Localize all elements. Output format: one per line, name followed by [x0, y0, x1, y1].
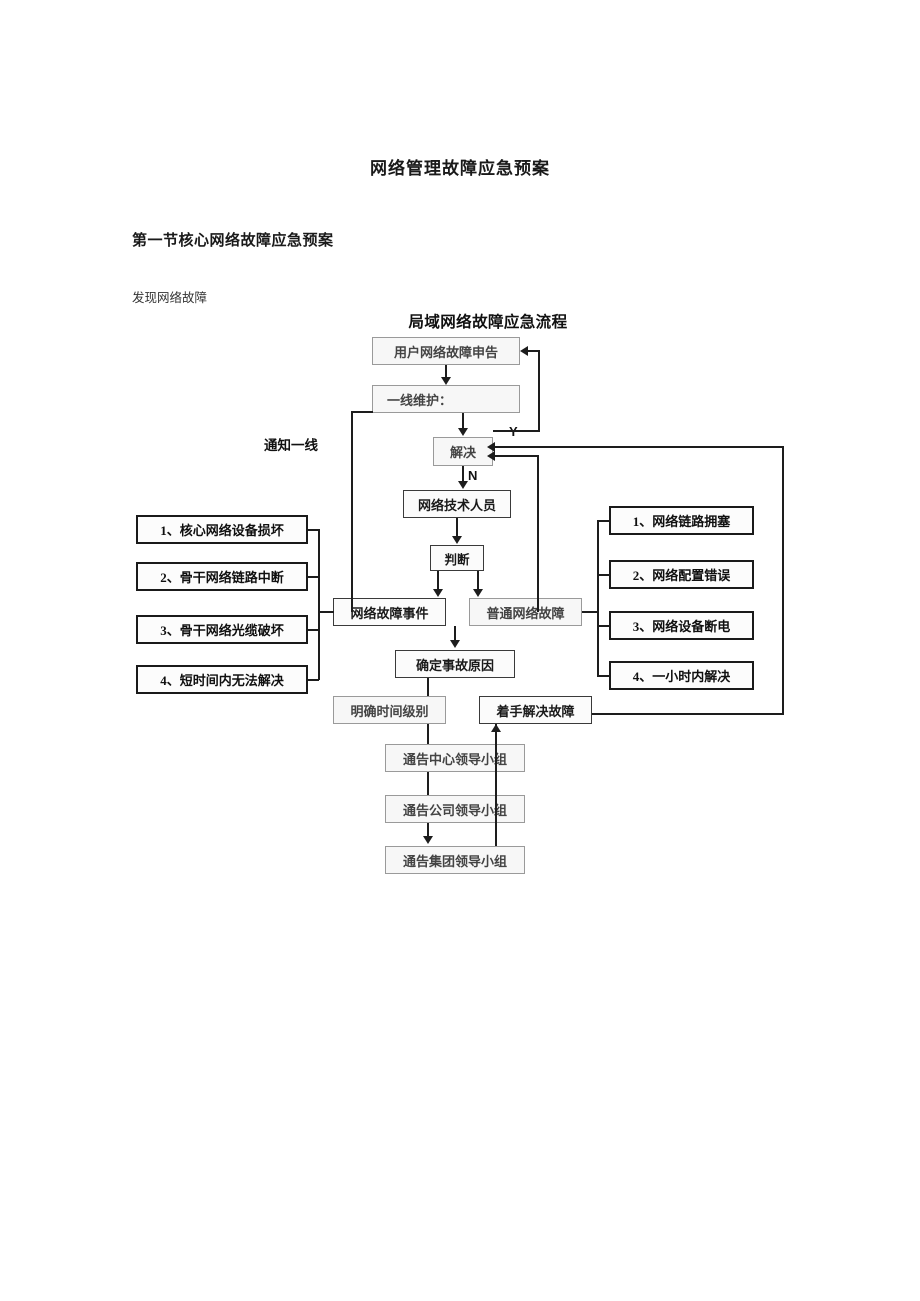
notify-first-line-label: 通知一线 — [264, 438, 318, 453]
arrowhead-down — [473, 589, 483, 597]
node-start-fix: 着手解决故障 — [479, 696, 592, 724]
flowchart-title: 局域网络故障应急流程 — [408, 314, 568, 331]
connector-judge-to-faultevent — [437, 571, 439, 590]
connector-farright-vertical — [782, 446, 784, 715]
node-normal-network-fault: 普通网络故障 — [469, 598, 582, 626]
node-label: 普通网络故障 — [486, 605, 565, 621]
arrowhead-down — [452, 536, 462, 544]
node-label: 判断 — [444, 552, 470, 567]
connector-center-to-company — [427, 772, 429, 795]
node-notify-center-leaders: 通告中心领导小组 — [385, 744, 525, 772]
connector-rightlist-item3 — [597, 625, 610, 627]
connector-rightlist-item2 — [597, 574, 610, 576]
list-item-label: 2、骨干网络链路中断 — [160, 570, 284, 585]
connector-judge-to-normalfault — [477, 571, 479, 590]
node-judge: 判断 — [430, 545, 484, 571]
connector-firstline-to-resolved — [462, 413, 464, 428]
list-item-label: 3、骨干网络光缆破坏 — [160, 623, 284, 638]
connector-tech-to-judge — [456, 518, 458, 537]
node-label: 网络技术人员 — [417, 497, 496, 513]
connector-up-to-startfix — [495, 730, 497, 744]
arrowhead-left — [487, 442, 495, 452]
connector-rightlist-item4 — [597, 675, 610, 677]
arrowhead-left — [520, 346, 528, 356]
arrowhead-up — [491, 724, 501, 732]
connector-leftlist-item2 — [308, 576, 319, 578]
connector-normalfault-return-vertical — [537, 455, 539, 612]
right-list-item-3: 3、网络设备断电 — [609, 611, 754, 640]
body-paragraph: 发现网络故障 — [132, 291, 208, 305]
left-list-item-1: 1、核心网络设备损坏 — [136, 515, 308, 544]
list-item-label: 1、网络链路拥塞 — [632, 514, 731, 529]
connector-leftlist-item3 — [308, 629, 319, 631]
connector-leftlist-item1 — [308, 529, 319, 531]
node-label: 着手解决故障 — [496, 703, 575, 719]
arrowhead-down — [458, 428, 468, 436]
connector-yes-top-horizontal — [493, 430, 540, 432]
connector-leftlist-item4 — [308, 679, 319, 681]
node-time-level: 明确时间级别 — [333, 696, 446, 724]
node-user-report: 用户网络故障申告 — [372, 337, 520, 365]
connector-rightlist-item1 — [597, 520, 610, 522]
connector-report-to-firstline — [445, 365, 447, 378]
left-list-item-3: 3、骨干网络光缆破坏 — [136, 615, 308, 644]
right-list-item-1: 1、网络链路拥塞 — [609, 506, 754, 535]
right-list-item-4: 4、一小时内解决 — [609, 661, 754, 690]
node-determine-cause: 确定事故原因 — [395, 650, 515, 678]
arrowhead-down — [423, 836, 433, 844]
arrowhead-left — [487, 451, 495, 461]
node-label: 用户网络故障申告 — [393, 344, 498, 360]
list-item-label: 1、核心网络设备损坏 — [160, 523, 284, 538]
connector-normalfault-return-horizontal — [493, 455, 539, 457]
connector-notifychain-right-spine — [495, 724, 497, 846]
connector-rightlist-bus — [597, 520, 599, 675]
node-label: 通告公司领导小组 — [402, 802, 507, 818]
connector-farright-to-resolved — [493, 446, 784, 448]
connector-resolved-to-tech — [462, 466, 464, 482]
list-item-label: 2、网络配置错误 — [632, 568, 731, 583]
connector-yes-to-report — [528, 350, 540, 352]
left-list-item-2: 2、骨干网络链路中断 — [136, 562, 308, 591]
list-item-label: 4、一小时内解决 — [632, 669, 731, 684]
node-label: 明确时间级别 — [350, 703, 429, 719]
edge-label-no: N — [468, 468, 478, 483]
connector-normalfault-to-bus — [582, 611, 598, 613]
node-notify-company-leaders: 通告公司领导小组 — [385, 795, 525, 823]
left-list-item-4: 4、短时间内无法解决 — [136, 665, 308, 694]
connector-leftlist-bus — [318, 529, 320, 680]
list-item-label: 4、短时间内无法解决 — [160, 673, 284, 688]
connector-faultevent-to-cause — [454, 626, 456, 641]
arrowhead-down — [458, 481, 468, 489]
arrowhead-down — [441, 377, 451, 385]
section-heading: 第一节核心网络故障应急预案 — [132, 232, 334, 249]
node-label: 通告集团领导小组 — [402, 853, 507, 869]
node-label: 通告中心领导小组 — [402, 751, 507, 767]
node-label: 确定事故原因 — [415, 657, 494, 673]
arrowhead-down — [433, 589, 443, 597]
page-title: 网络管理故障应急预案 — [370, 159, 550, 178]
connector-startfix-right — [592, 713, 784, 715]
connector-firstline-left-out — [351, 411, 373, 413]
node-network-fault-event: 网络故障事件 — [333, 598, 446, 626]
arrowhead-down — [450, 640, 460, 648]
connector-leftlist-bus-to-faultevent — [318, 611, 334, 613]
connector-cause-to-timelevel — [427, 678, 429, 696]
connector-yes-vertical — [538, 351, 540, 432]
connector-company-to-group — [427, 823, 429, 837]
connector-timelevel-to-center — [427, 724, 429, 744]
node-label: 一线维护： — [387, 392, 453, 408]
right-list-item-2: 2、网络配置错误 — [609, 560, 754, 589]
node-label: 网络故障事件 — [350, 605, 429, 621]
list-item-label: 3、网络设备断电 — [632, 619, 731, 634]
node-network-tech-staff: 网络技术人员 — [403, 490, 511, 518]
node-first-line-maintenance: 一线维护： — [372, 385, 520, 413]
connector-notify-vertical — [351, 411, 353, 612]
node-label: 解决 — [449, 445, 476, 460]
node-notify-group-leaders: 通告集团领导小组 — [385, 846, 525, 874]
node-resolved-decision: 解决 — [433, 437, 493, 466]
